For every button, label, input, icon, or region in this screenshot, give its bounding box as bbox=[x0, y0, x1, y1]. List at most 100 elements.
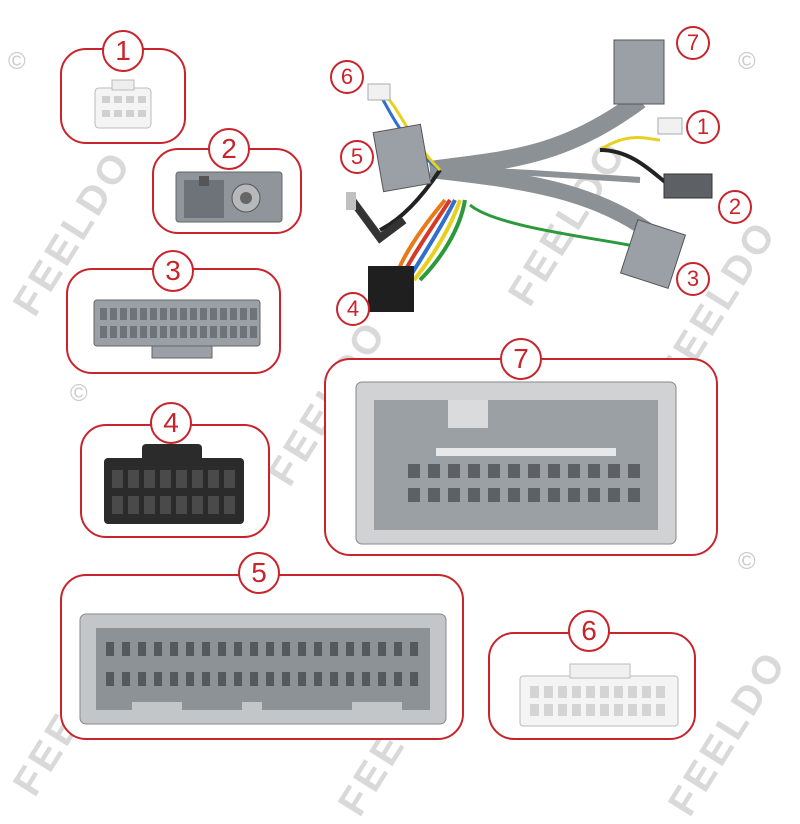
pin bbox=[210, 326, 217, 338]
pin bbox=[112, 470, 123, 488]
pin bbox=[282, 642, 290, 656]
pin bbox=[230, 308, 237, 320]
pin bbox=[144, 496, 155, 514]
pin bbox=[140, 308, 147, 320]
pin bbox=[488, 464, 500, 478]
pin bbox=[224, 496, 235, 514]
pin bbox=[106, 642, 114, 656]
pin bbox=[138, 642, 146, 656]
panel-3 bbox=[66, 268, 281, 374]
pin bbox=[410, 672, 418, 686]
pin bbox=[170, 308, 177, 320]
pin bbox=[544, 704, 553, 716]
pin bbox=[170, 672, 178, 686]
panel-2 bbox=[152, 148, 302, 234]
panel-4 bbox=[80, 424, 270, 538]
pin bbox=[314, 672, 322, 686]
pin bbox=[100, 326, 107, 338]
copyright-mark: © bbox=[70, 380, 88, 407]
badge-number-2: 2 bbox=[208, 128, 250, 170]
watermark-feeldo: FEELDO bbox=[500, 132, 637, 314]
pin bbox=[208, 470, 219, 488]
panel-1 bbox=[60, 48, 186, 144]
pin bbox=[250, 326, 257, 338]
pin bbox=[190, 308, 197, 320]
pin bbox=[468, 488, 480, 502]
pin bbox=[394, 642, 402, 656]
connector-40pin-grey bbox=[79, 613, 447, 725]
pin bbox=[282, 672, 290, 686]
pin bbox=[218, 642, 226, 656]
pin bbox=[600, 686, 609, 698]
pin bbox=[230, 326, 237, 338]
pin bbox=[362, 672, 370, 686]
pin bbox=[558, 686, 567, 698]
pin bbox=[330, 672, 338, 686]
pin bbox=[408, 464, 420, 478]
pin bbox=[468, 464, 480, 478]
pin bbox=[160, 308, 167, 320]
pin bbox=[160, 326, 167, 338]
connector-32pin-grey bbox=[93, 299, 261, 359]
pin bbox=[346, 642, 354, 656]
pin bbox=[508, 488, 520, 502]
pin bbox=[250, 642, 258, 656]
pin bbox=[628, 704, 637, 716]
pin bbox=[250, 672, 258, 686]
pin bbox=[614, 686, 623, 698]
pin bbox=[170, 326, 177, 338]
pin bbox=[378, 672, 386, 686]
pin bbox=[314, 642, 322, 656]
pin bbox=[180, 326, 187, 338]
pin bbox=[110, 326, 117, 338]
pin bbox=[378, 642, 386, 656]
pin bbox=[508, 464, 520, 478]
pin bbox=[176, 470, 187, 488]
badge-number-4: 4 bbox=[150, 402, 192, 444]
pin bbox=[568, 488, 580, 502]
pin bbox=[628, 488, 640, 502]
pin bbox=[224, 470, 235, 488]
pin bbox=[234, 672, 242, 686]
harness-label-1: 1 bbox=[686, 110, 720, 144]
pin bbox=[106, 672, 114, 686]
harness-label-5: 5 bbox=[340, 140, 374, 174]
pin bbox=[448, 488, 460, 502]
pin bbox=[628, 686, 637, 698]
pin bbox=[428, 464, 440, 478]
pin bbox=[600, 704, 609, 716]
pin bbox=[394, 672, 402, 686]
pin bbox=[170, 642, 178, 656]
connector-20pin-white bbox=[519, 663, 679, 727]
harness-label-6: 6 bbox=[330, 60, 364, 94]
pin bbox=[202, 642, 210, 656]
pin bbox=[122, 642, 130, 656]
connector-16pin-black bbox=[104, 444, 244, 524]
pin bbox=[240, 326, 247, 338]
pin bbox=[568, 464, 580, 478]
harness-label-3: 3 bbox=[676, 262, 710, 296]
pin bbox=[528, 464, 540, 478]
pin bbox=[150, 326, 157, 338]
panel-5 bbox=[60, 574, 464, 740]
pin bbox=[572, 686, 581, 698]
pin bbox=[192, 470, 203, 488]
copyright-mark: © bbox=[8, 48, 26, 75]
pin bbox=[218, 672, 226, 686]
pin bbox=[588, 464, 600, 478]
pin bbox=[154, 642, 162, 656]
pin bbox=[642, 704, 651, 716]
pin bbox=[150, 308, 157, 320]
pin bbox=[250, 308, 257, 320]
pin bbox=[346, 672, 354, 686]
pin bbox=[128, 496, 139, 514]
pin bbox=[530, 686, 539, 698]
copyright-mark: © bbox=[738, 548, 756, 575]
pin bbox=[186, 672, 194, 686]
badge-number-6: 6 bbox=[568, 610, 610, 652]
pin bbox=[160, 470, 171, 488]
pin bbox=[122, 672, 130, 686]
pin bbox=[266, 672, 274, 686]
pin bbox=[266, 642, 274, 656]
pin bbox=[110, 308, 117, 320]
